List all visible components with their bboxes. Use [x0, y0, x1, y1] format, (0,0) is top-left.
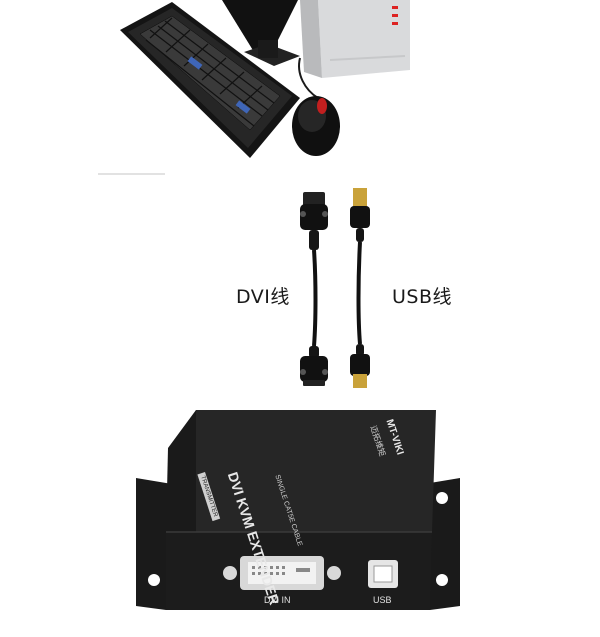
computer-setup — [98, 0, 410, 175]
usb-cable-label: USB线 — [392, 286, 453, 308]
pc-tower — [300, 0, 410, 78]
right-bracket — [424, 478, 460, 610]
dvi-port — [223, 556, 341, 590]
monitor — [222, 0, 300, 66]
kvm-extender — [136, 410, 460, 610]
dvi-cable — [300, 192, 328, 386]
usb-port-label: USB — [373, 595, 392, 605]
dvi-cable-label: DVI线 — [236, 286, 290, 308]
dvi-port-label: DVI IN — [264, 595, 291, 605]
usb-cable — [350, 188, 370, 388]
usb-port — [368, 560, 398, 588]
mouse — [292, 96, 340, 156]
left-bracket — [136, 478, 172, 610]
mouse-cable — [298, 57, 319, 99]
keyboard — [120, 2, 300, 158]
